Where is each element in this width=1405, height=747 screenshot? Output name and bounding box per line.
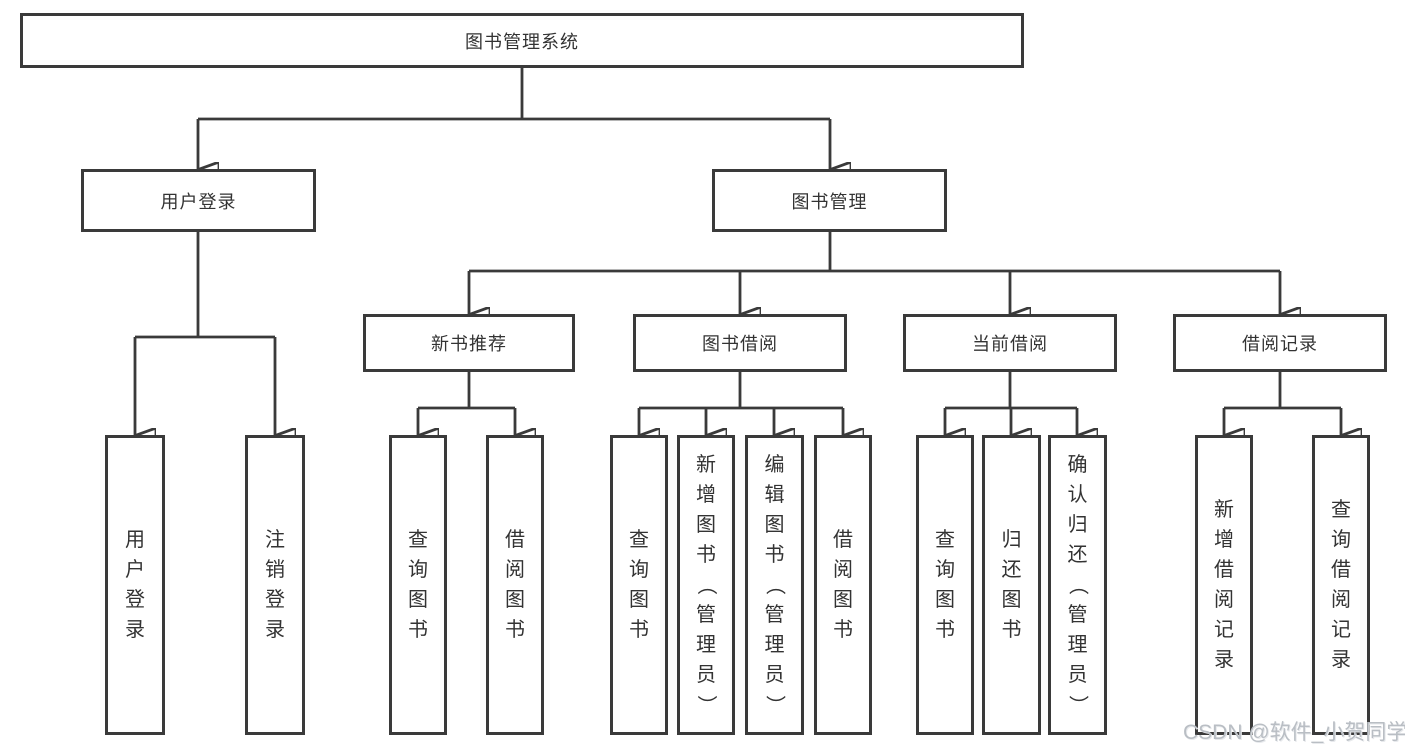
node-leaf-nbr-borrow-books: 借阅图书 bbox=[486, 435, 544, 735]
node-current-borrowing: 当前借阅 bbox=[903, 314, 1117, 372]
node-book-management: 图书管理 bbox=[712, 169, 947, 232]
node-leaf-bb-borrow-books: 借阅图书 bbox=[814, 435, 872, 735]
node-leaf-cb-return-books: 归还图书 bbox=[982, 435, 1041, 735]
node-leaf-br-add-record: 新增借阅记录 bbox=[1195, 435, 1253, 735]
node-borrowing-records: 借阅记录 bbox=[1173, 314, 1387, 372]
node-leaf-logout: 注销登录 bbox=[245, 435, 305, 735]
node-user-login-branch: 用户登录 bbox=[81, 169, 316, 232]
node-leaf-user-login: 用户登录 bbox=[105, 435, 165, 735]
node-root-system: 图书管理系统 bbox=[20, 13, 1024, 68]
node-new-book-recommend: 新书推荐 bbox=[363, 314, 575, 372]
node-leaf-bb-add-books-admin: 新增图书（管理员） bbox=[677, 435, 735, 735]
node-book-borrowing: 图书借阅 bbox=[633, 314, 847, 372]
node-leaf-cb-confirm-return-admin: 确认归还（管理员） bbox=[1048, 435, 1107, 735]
node-leaf-cb-query-books: 查询图书 bbox=[916, 435, 974, 735]
node-leaf-nbr-query-books: 查询图书 bbox=[389, 435, 447, 735]
csdn-watermark: CSDN @软件_小贺同学 bbox=[1183, 721, 1405, 744]
node-leaf-br-query-record: 查询借阅记录 bbox=[1312, 435, 1370, 735]
node-leaf-bb-query-books: 查询图书 bbox=[610, 435, 668, 735]
node-leaf-bb-edit-books-admin: 编辑图书（管理员） bbox=[745, 435, 804, 735]
